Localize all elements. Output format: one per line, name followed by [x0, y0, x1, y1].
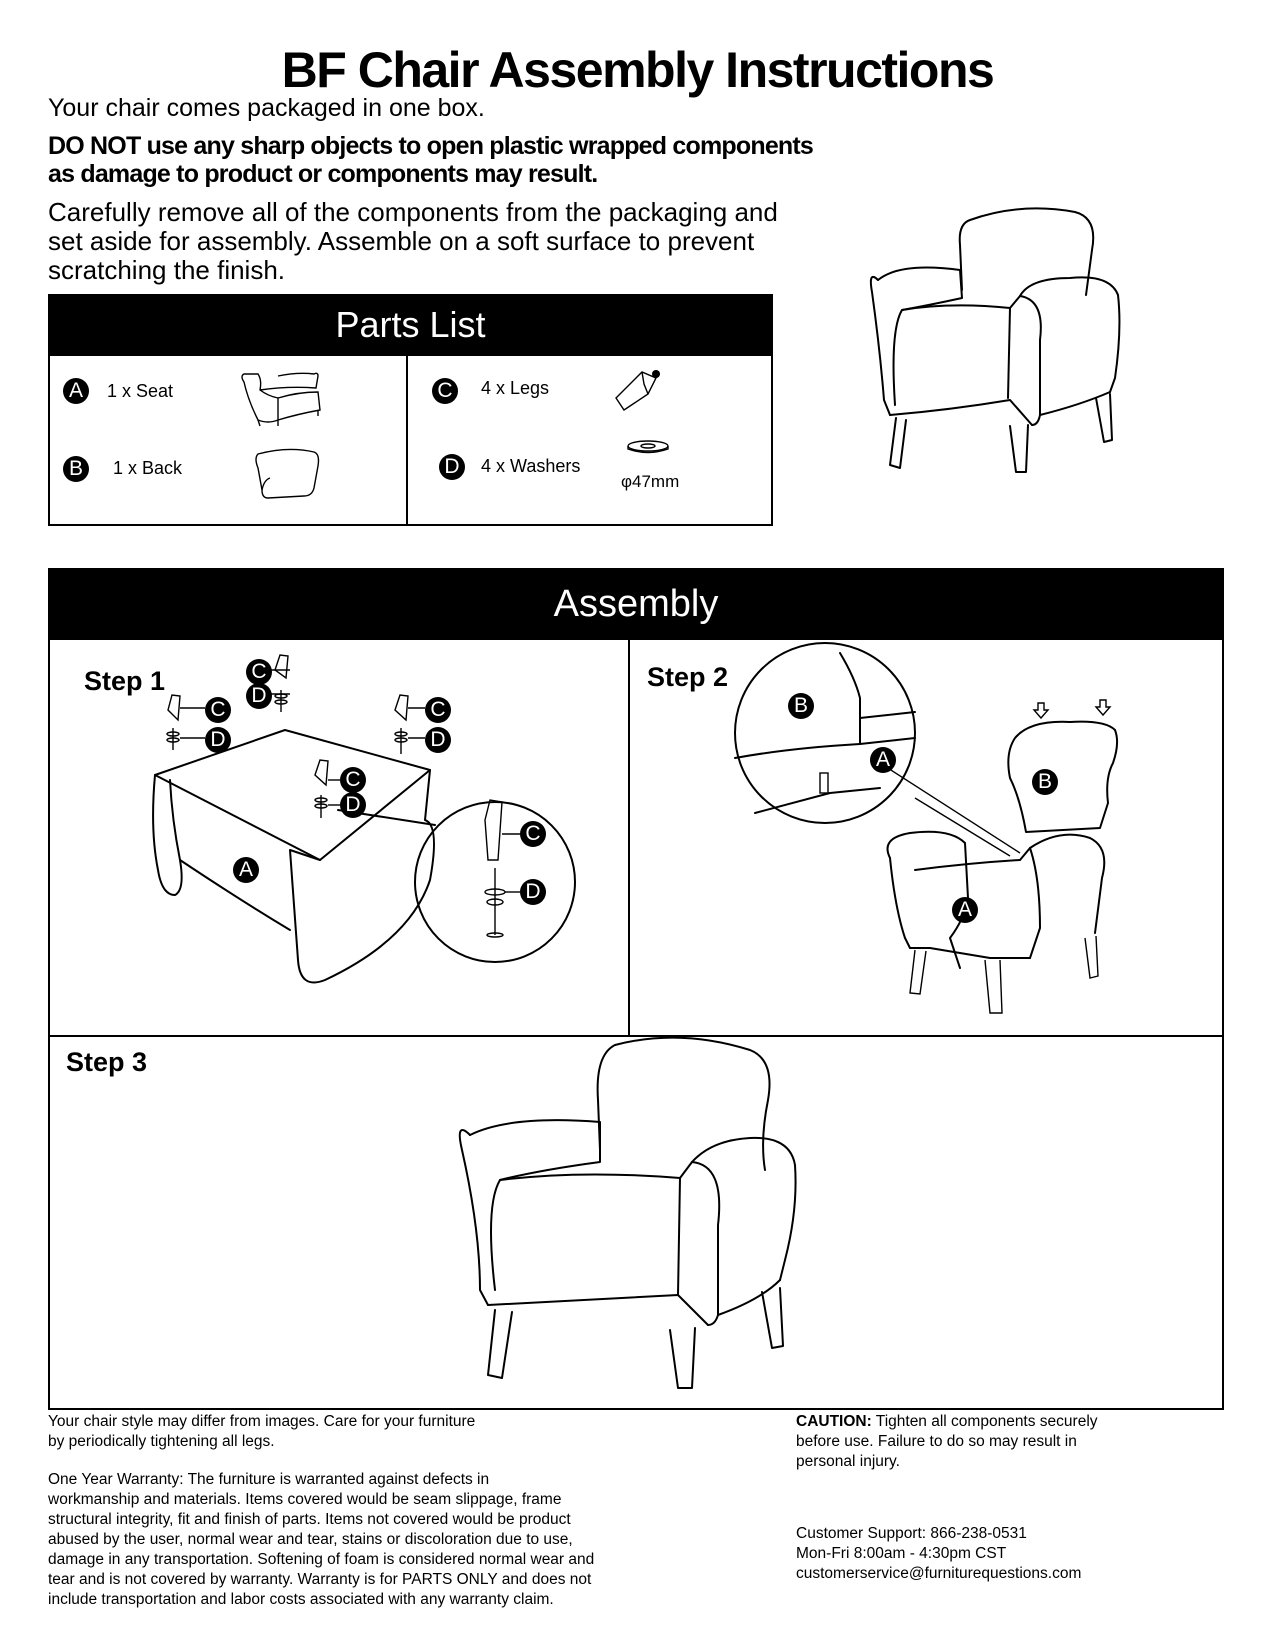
support-hours: Mon-Fri 8:00am - 4:30pm CST [796, 1545, 1007, 1562]
part-label-seat: 1 x Seat [107, 381, 174, 401]
assembly-horizontal-divider [48, 1035, 1224, 1037]
caution-line: personal injury. [796, 1453, 900, 1470]
part-letter-badge: A [63, 378, 89, 404]
sharp-objects-warning: DO NOT use any sharp objects to open pla… [48, 132, 814, 188]
support-email: customerservice@furniturequestions.com [796, 1565, 1082, 1582]
parts-list-header: Parts List [48, 294, 773, 356]
unpacking-instructions: Carefully remove all of the components f… [48, 198, 808, 285]
caution-line: Tighten all components securely [871, 1413, 1098, 1430]
warranty-line: workmanship and materials. Items covered… [48, 1491, 562, 1508]
warranty-line: abused by the user, normal wear and tear… [48, 1531, 573, 1548]
instruction-line: set aside for assembly. Assemble on a so… [48, 226, 755, 256]
seat-callout-badge: A [952, 897, 978, 923]
assembly-header: Assembly [48, 568, 1224, 640]
step1-callout-badge: C [205, 697, 231, 723]
step1-callout-badge: D [340, 792, 366, 818]
warning-line: DO NOT use any sharp objects to open pla… [48, 132, 814, 160]
back-callout-badge: B [1032, 769, 1058, 795]
step1-callout-badge: D [425, 727, 451, 753]
page-title: BF Chair Assembly Instructions [281, 42, 995, 98]
seat-callout-badge: A [870, 747, 896, 773]
part-letter-badge: D [439, 454, 465, 480]
back-cushion-icon [255, 448, 320, 499]
customer-support: Customer Support: 866-238-0531 Mon-Fri 8… [796, 1524, 1081, 1584]
step1-callout-badge: D [246, 683, 272, 709]
chair-overview-icon [869, 207, 1121, 473]
caution-note: CAUTION: Tighten all components securely… [796, 1412, 1098, 1472]
step1-callout-badge: C [246, 659, 272, 685]
washer-diameter: φ47mm [621, 472, 680, 491]
part-label-washers: 4 x Washers [481, 456, 581, 476]
seat-icon [241, 372, 321, 427]
warning-line: as damage to product or components may r… [48, 160, 598, 188]
step1-callout-badge: C [520, 821, 546, 847]
step1-callout-badge: C [340, 767, 366, 793]
step-3-label: Step 3 [66, 1047, 148, 1077]
step-2-label: Step 2 [647, 662, 729, 692]
note-line: Your chair style may differ from images.… [48, 1413, 476, 1430]
warranty-line: damage in any transportation. Softening … [48, 1551, 595, 1568]
instruction-line: scratching the finish. [48, 255, 286, 285]
back-callout-badge: B [788, 693, 814, 719]
parts-list-divider [406, 356, 408, 526]
step-3-assembled-chair-icon [458, 1036, 797, 1389]
part-letter-badge: B [63, 456, 89, 482]
step-1-label: Step 1 [84, 666, 166, 696]
washer-icon [627, 440, 669, 454]
intro-packaging-text: Your chair comes packaged in one box. [48, 94, 485, 122]
warranty-line: One Year Warranty: The furniture is warr… [48, 1471, 490, 1488]
part-label-back: 1 x Back [113, 458, 183, 478]
seat-callout-badge: A [233, 857, 259, 883]
part-label-legs: 4 x Legs [481, 378, 550, 398]
step1-callout-badge: C [425, 697, 451, 723]
style-care-note: Your chair style may differ from images.… [48, 1412, 475, 1452]
step1-callout-badge: D [520, 879, 546, 905]
step1-callout-badge: D [205, 727, 231, 753]
warranty-line: structural integrity, fit and finish of … [48, 1511, 571, 1528]
warranty-text: One Year Warranty: The furniture is warr… [48, 1470, 688, 1610]
instruction-line: Carefully remove all of the components f… [48, 197, 778, 227]
warranty-line: tear and is not covered by warranty. War… [48, 1571, 592, 1588]
caution-label: CAUTION: [796, 1413, 872, 1430]
warranty-line: include transportation and labor costs a… [48, 1591, 554, 1608]
leg-icon [615, 370, 660, 411]
part-letter-badge: C [432, 378, 458, 404]
caution-line: before use. Failure to do so may result … [796, 1433, 1077, 1450]
support-phone: Customer Support: 866-238-0531 [796, 1525, 1027, 1542]
note-line: by periodically tightening all legs. [48, 1433, 275, 1450]
assembly-vertical-divider [628, 640, 630, 1036]
